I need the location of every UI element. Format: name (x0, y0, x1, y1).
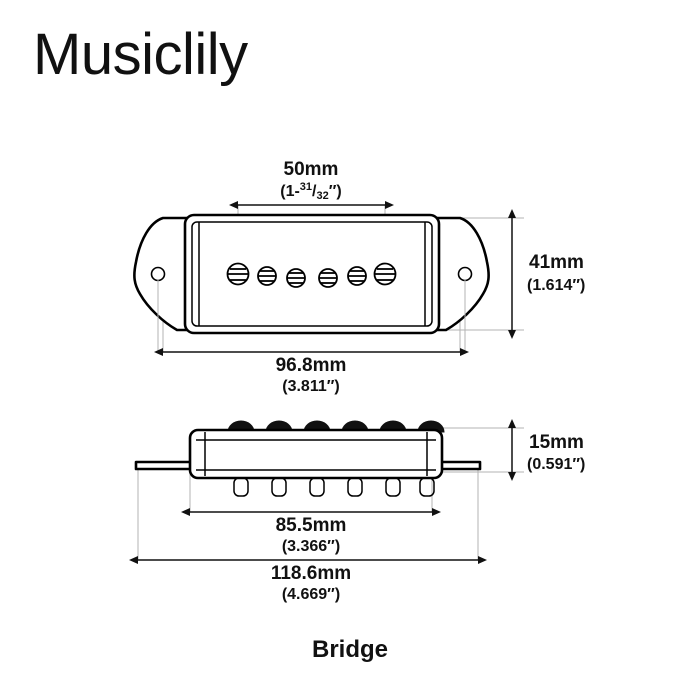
dimension-lines (129, 201, 516, 564)
pole-screws-side (233, 477, 435, 497)
pole-piece (226, 262, 250, 286)
pole-piece (347, 266, 367, 286)
brand-logo: Musiclily (33, 22, 248, 87)
pole-piece (286, 268, 306, 288)
dim-label-50mm-mm: 50mm (284, 159, 339, 180)
dim-label-41mm-inch: (1.614″) (527, 277, 585, 294)
dim-label-15mm-inch: (0.591″) (527, 456, 585, 473)
pole-piece (257, 266, 277, 286)
svg-text:(1-31/32″): (1-31/32″) (280, 181, 342, 202)
dim-label-41mm-mm: 41mm (529, 252, 584, 273)
dim-label-118-6mm-mm: 118.6mm (271, 563, 351, 584)
dim-label-50mm-inch-prefix: (1- (280, 183, 300, 200)
diagram-caption: Bridge (311, 636, 388, 663)
dim-label-85-5mm-inch: (3.366″) (282, 538, 340, 555)
side-view (134, 420, 482, 497)
dim-label-50mm-inch-suffix: ″) (329, 183, 342, 200)
mounting-hole-left (150, 266, 166, 282)
dim-label-15mm-mm: 15mm (529, 432, 584, 453)
dim-label-50mm-numerator: 31 (300, 181, 312, 193)
top-view (133, 213, 490, 352)
dimension-labels: 50mm (1-31/32″) 41mm (1.614″) 96.8mm (3.… (271, 159, 586, 603)
side-body (188, 428, 444, 480)
dim-label-85-5mm-mm: 85.5mm (276, 515, 347, 536)
pole-pieces-top (226, 262, 397, 288)
dim-label-96-8mm-inch: (3.811″) (282, 378, 339, 395)
mounting-hole-right (457, 266, 473, 282)
dim-label-118-6mm-inch: (4.669″) (282, 586, 340, 603)
dim-label-96-8mm-mm: 96.8mm (276, 355, 347, 376)
dim-label-50mm-denominator: 32 (317, 190, 329, 202)
pole-piece (373, 262, 397, 286)
pole-piece (318, 268, 338, 288)
